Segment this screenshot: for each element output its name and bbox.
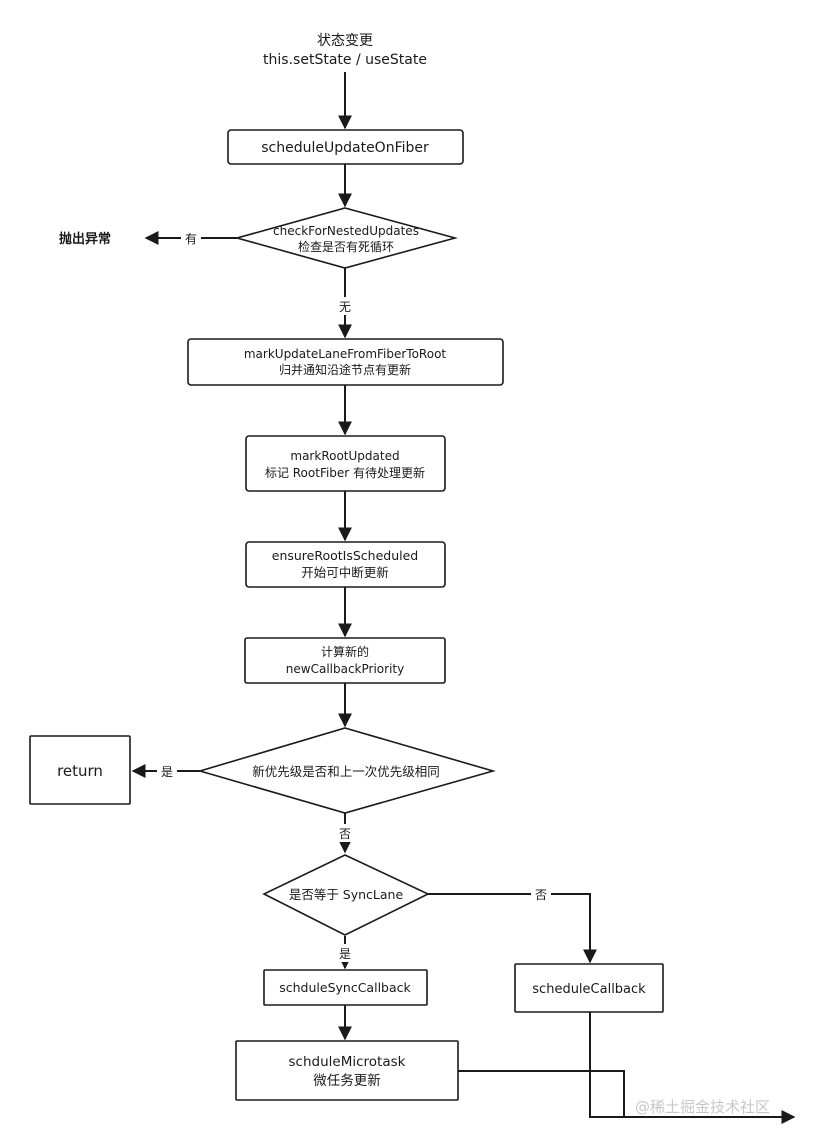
- node-sync-callback-label: schduleSyncCallback: [279, 980, 411, 995]
- node-same-priority: 新优先级是否和上一次优先级相同: [197, 727, 496, 814]
- node-sync-callback: schduleSyncCallback: [263, 969, 428, 1006]
- node-check-nested-line2: 检查是否有死循环: [298, 239, 394, 254]
- node-is-sync-label: 是否等于 SyncLane: [289, 887, 404, 902]
- edge-schedulecallback-to-out: [589, 1012, 796, 1124]
- node-schedule-callback: scheduleCallback: [514, 963, 664, 1013]
- node-microtask-line1: schduleMicrotask: [289, 1054, 406, 1070]
- node-mark-root-line1: markRootUpdated: [290, 449, 399, 463]
- start-line2: this.setState / useState: [263, 52, 427, 68]
- node-ensure-root: ensureRootIsScheduled 开始可中断更新: [245, 541, 446, 588]
- node-schedule-update-label: scheduleUpdateOnFiber: [261, 140, 429, 156]
- start-line1: 状态变更: [317, 33, 373, 49]
- edges: [131, 72, 796, 1124]
- node-microtask: schduleMicrotask 微任务更新: [235, 1040, 459, 1101]
- start-node: 状态变更 this.setState / useState: [263, 33, 427, 68]
- edge-label-no-same: 否: [339, 827, 351, 841]
- node-same-priority-label: 新优先级是否和上一次优先级相同: [252, 764, 440, 779]
- node-calc-priority-line1: 计算新的: [321, 644, 369, 659]
- node-check-nested: checkForNestedUpdates 检查是否有死循环: [234, 207, 459, 269]
- node-mark-lane-line2: 归并通知沿途节点有更新: [279, 362, 411, 377]
- node-schedule-update: scheduleUpdateOnFiber: [227, 129, 464, 165]
- edge-label-none: 无: [339, 300, 351, 314]
- node-is-sync: 是否等于 SyncLane: [262, 854, 430, 936]
- node-check-nested-line1: checkForNestedUpdates: [273, 224, 419, 238]
- node-ensure-root-line1: ensureRootIsScheduled: [272, 548, 419, 563]
- edge-label-has: 有: [185, 232, 197, 246]
- edge-label-yes-sync: 是: [339, 947, 351, 961]
- node-schedule-callback-label: scheduleCallback: [532, 982, 646, 997]
- node-microtask-line2: 微任务更新: [313, 1073, 381, 1089]
- node-return-label: return: [57, 762, 103, 780]
- edge-label-yes-return: 是: [161, 765, 173, 779]
- edge-sync-no-to-schedulecallback: [428, 893, 597, 964]
- watermark: @稀土掘金技术社区: [635, 1098, 770, 1116]
- node-calc-priority: 计算新的 newCallbackPriority: [244, 637, 446, 684]
- edge-label-no-sync: 否: [535, 888, 547, 902]
- node-mark-lane-line1: markUpdateLaneFromFiberToRoot: [244, 347, 447, 361]
- node-return: return: [29, 735, 131, 805]
- node-calc-priority-line2: newCallbackPriority: [286, 662, 404, 676]
- node-throw-error: 抛出异常: [59, 231, 111, 247]
- edge-microtask-to-out: [458, 1070, 625, 1117]
- node-ensure-root-line2: 开始可中断更新: [301, 565, 389, 580]
- node-mark-root: markRootUpdated 标记 RootFiber 有待处理更新: [245, 435, 446, 492]
- node-mark-lane: markUpdateLaneFromFiberToRoot 归并通知沿途节点有更…: [187, 338, 504, 386]
- edge-labels: 有 无 是 否 是 否: [157, 229, 551, 962]
- node-mark-root-line2: 标记 RootFiber 有待处理更新: [265, 465, 425, 480]
